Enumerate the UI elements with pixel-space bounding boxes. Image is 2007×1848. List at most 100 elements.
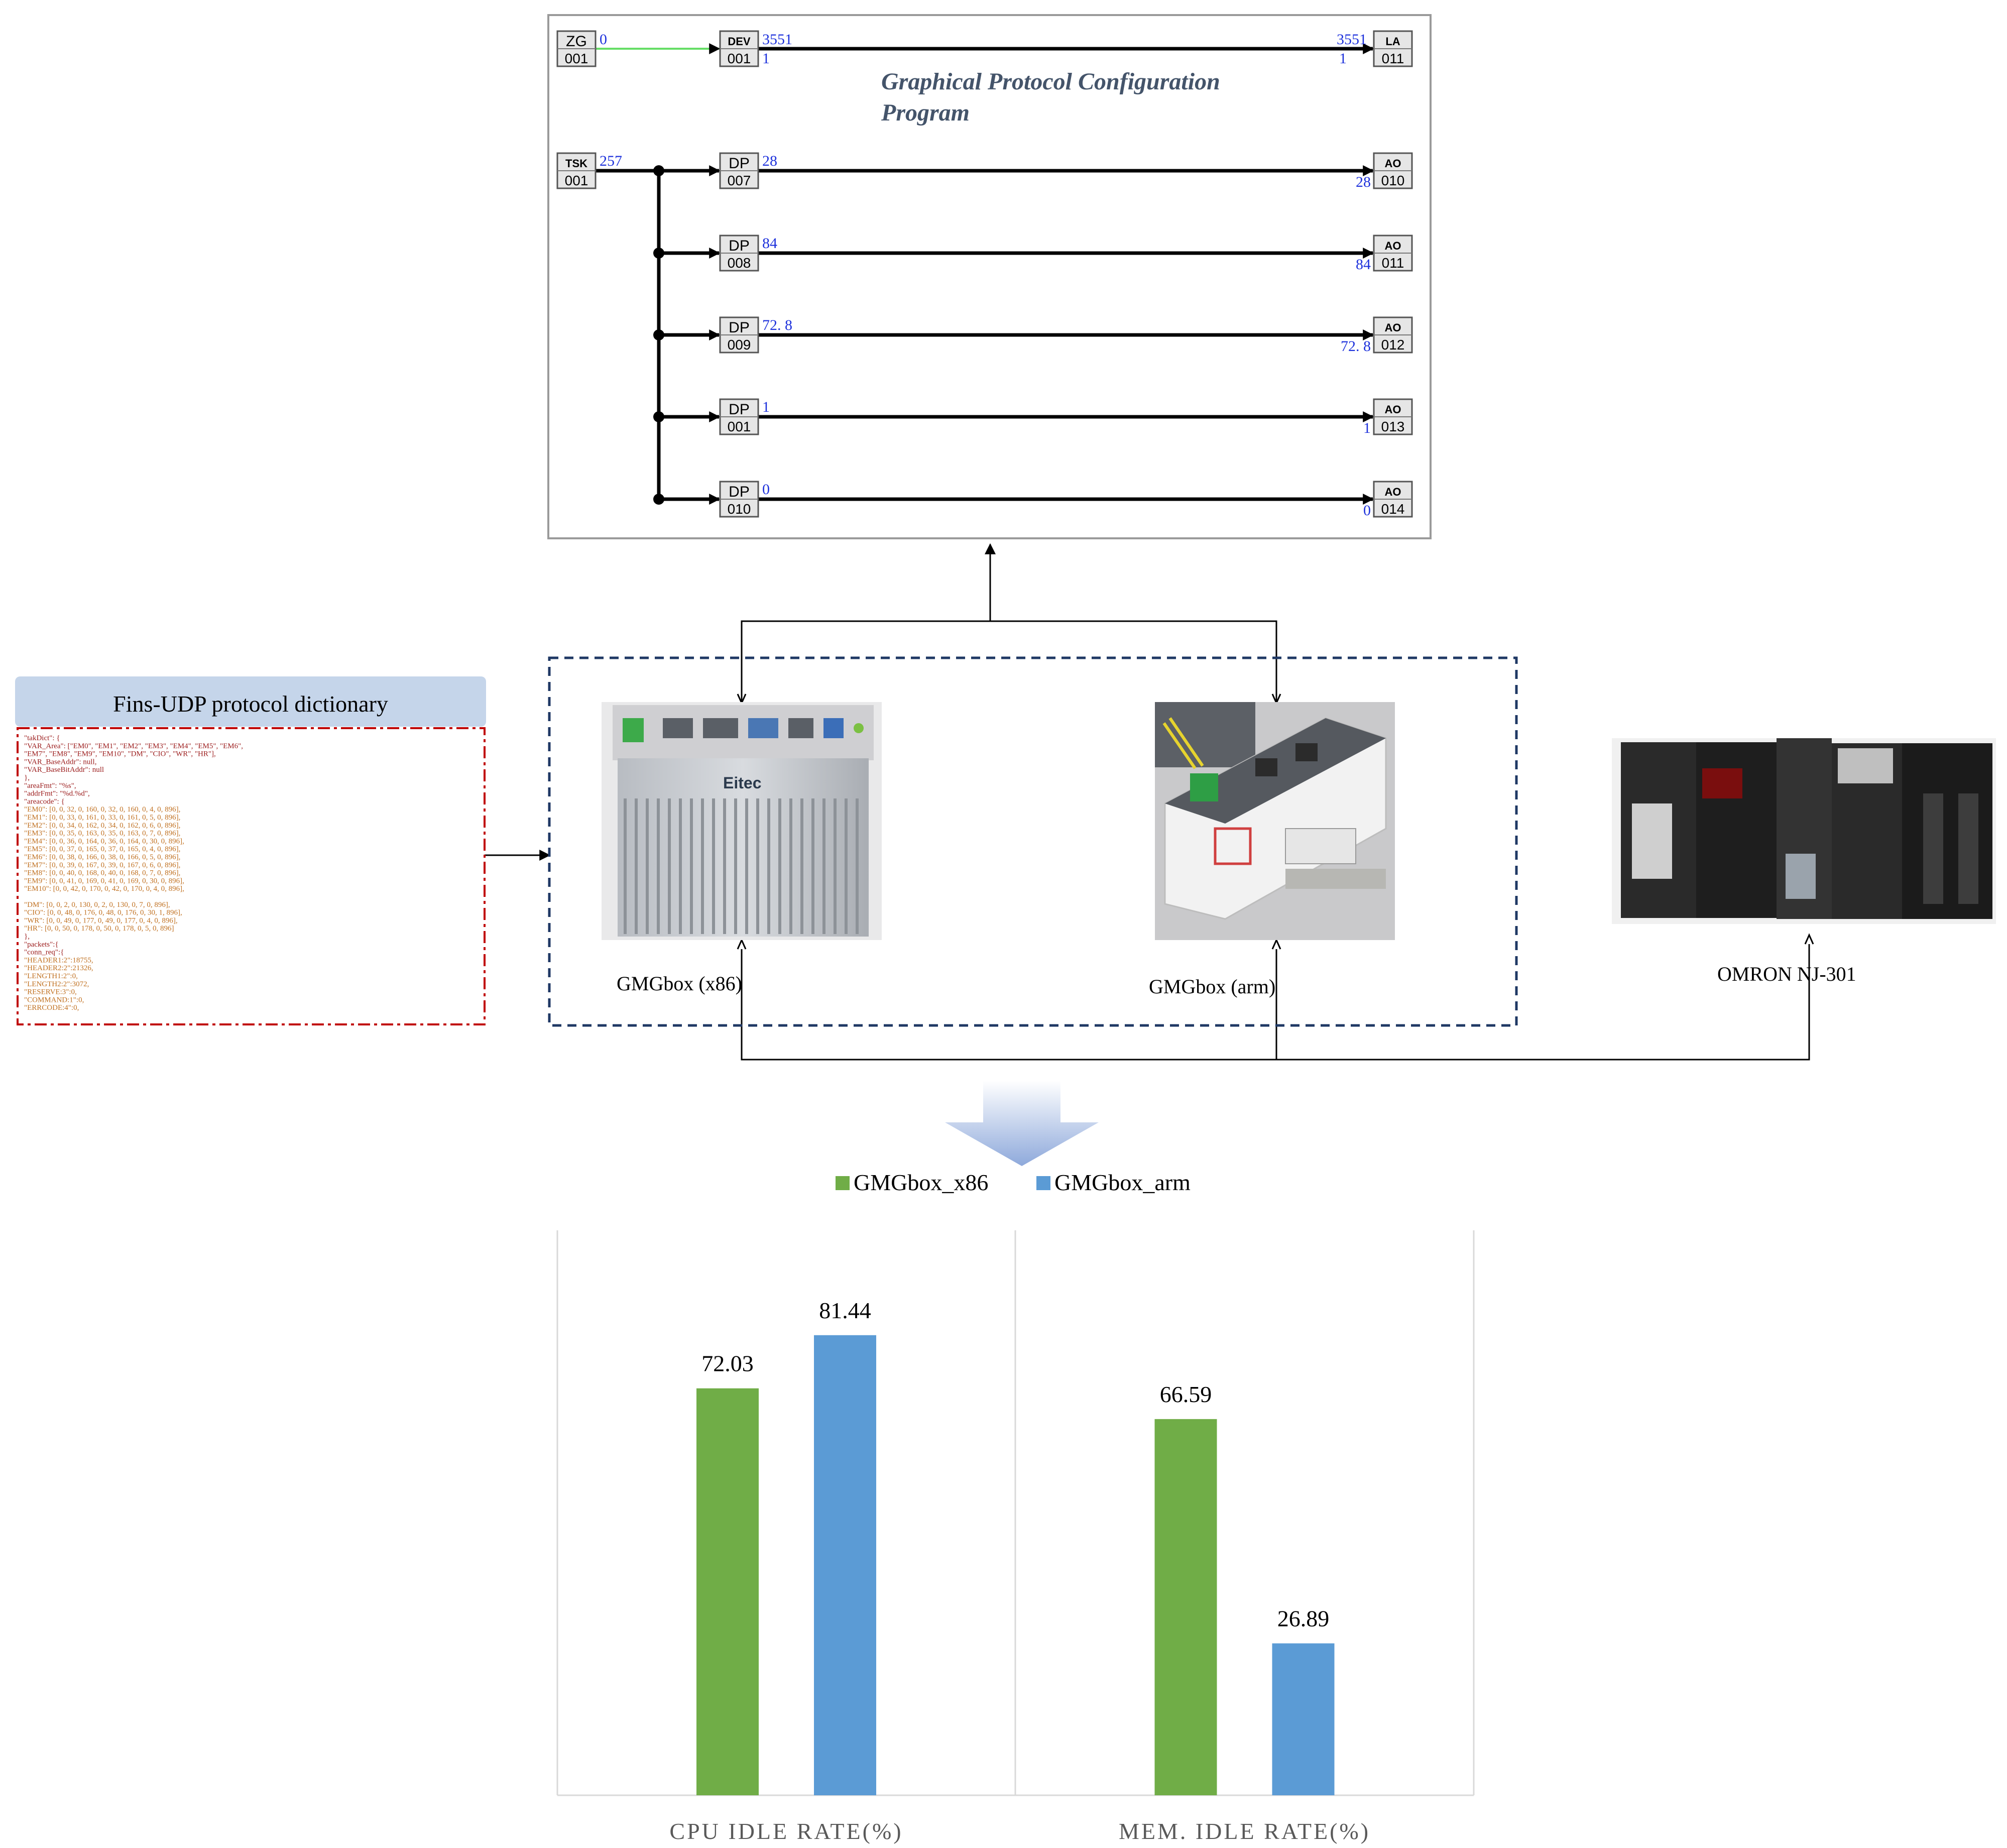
block-id: 008	[728, 255, 751, 271]
block-id: 001	[565, 51, 588, 66]
category-label: MEM. IDLE RATE(%)	[1119, 1818, 1370, 1844]
block-dp-008[interactable]: DP 008	[719, 235, 759, 272]
arrow-to-arm-bottom	[1271, 938, 1281, 950]
omron-plc-label: OMRON NJ-301	[1717, 963, 1856, 985]
block-ao-014[interactable]: AO 014	[1373, 481, 1413, 518]
value-ao012-in: 72. 8	[1341, 338, 1371, 355]
block-type: AO	[1385, 240, 1401, 252]
plc-terminal-strip	[1632, 803, 1672, 879]
legend-swatch-arm	[1036, 1176, 1050, 1190]
value-la-in-2: 1	[1339, 50, 1347, 67]
value-la-in: 3551	[1337, 31, 1367, 48]
down-arrow	[945, 1081, 1099, 1166]
dictionary-code-line: "CIO": [0, 0, 48, 0, 176, 0, 48, 0, 176,…	[24, 909, 182, 917]
bar-x86-cpu	[696, 1388, 759, 1795]
value-dp009-out: 72. 8	[762, 317, 792, 333]
dictionary-code-line: "HEADER1:2":18755,	[24, 956, 93, 964]
dictionary-code-line: "EM3": [0, 0, 35, 0, 163, 0, 35, 0, 163,…	[24, 830, 180, 838]
arm-terminal-block	[1190, 773, 1218, 801]
block-id: 001	[728, 419, 751, 434]
dictionary-code-line: "areaFmt": "%s",	[24, 782, 76, 790]
dictionary-code-line: "VAR_Area": ["EM0", "EM1", "EM2", "EM3",…	[24, 742, 243, 750]
x86-usb-port	[823, 718, 844, 738]
gmgbox-arm-photo	[1155, 702, 1395, 940]
data-label: 66.59	[1160, 1381, 1212, 1407]
data-label: 26.89	[1277, 1605, 1330, 1631]
block-type: TSK	[565, 157, 587, 170]
line-plc-to-boxes	[741, 944, 1810, 1061]
dictionary-code-line: "addrFmt": "%d.%d",	[24, 790, 90, 798]
dictionary-code-line: "takDict": {	[24, 734, 60, 742]
x86-audio-jack	[854, 723, 864, 733]
idle-rate-chart: GMGbox_x86 GMGbox_arm 72.0381.4466.5926.…	[556, 1170, 1475, 1844]
block-dp-001[interactable]: DP 001	[719, 398, 759, 435]
block-id: 014	[1381, 501, 1405, 517]
dictionary-code-line: "VAR_BaseBitAddr": null	[24, 766, 104, 774]
legend-label-arm: GMGbox_arm	[1054, 1170, 1191, 1195]
block-type: LA	[1385, 35, 1400, 48]
legend-label-x86: GMGbox_x86	[854, 1170, 988, 1195]
block-ao-012[interactable]: AO 012	[1373, 316, 1413, 354]
block-id: 010	[728, 501, 751, 517]
program-panel-frame	[547, 14, 1432, 539]
dictionary-code-line: },	[24, 774, 30, 782]
value-dp010-out: 0	[762, 481, 770, 498]
block-id: 011	[1382, 255, 1404, 271]
dictionary-code-line: "WR": [0, 0, 49, 0, 177, 0, 49, 0, 177, …	[24, 916, 178, 925]
bar-arm-cpu	[814, 1335, 876, 1795]
value-dp008-out: 84	[762, 235, 777, 252]
protocol-program-panel: Graphical Protocol Configuration Program…	[547, 14, 1432, 539]
line-boxes-to-program	[741, 620, 1277, 703]
data-label: 72.03	[701, 1351, 754, 1376]
legend-swatch-x86	[836, 1176, 850, 1190]
plc-connector	[1958, 793, 1978, 904]
block-la-011[interactable]: LA 011	[1373, 30, 1413, 67]
block-ao-013[interactable]: AO 013	[1373, 398, 1413, 435]
dictionary-code-line: "packets":{	[24, 941, 59, 949]
block-id: 007	[728, 173, 751, 188]
block-dev-001[interactable]: DEV 001	[719, 30, 759, 67]
block-type: AO	[1385, 403, 1401, 416]
block-id: 013	[1381, 419, 1405, 434]
arrow-to-plc	[1804, 933, 1814, 945]
block-ao-011[interactable]: AO 011	[1373, 235, 1413, 272]
dictionary-code-line: "conn_req":{	[24, 949, 64, 957]
block-dp-009[interactable]: DP 009	[719, 316, 759, 354]
block-type: AO	[1385, 321, 1401, 334]
value-dev-out: 3551	[762, 31, 792, 48]
block-zg-001[interactable]: ZG 001	[556, 30, 597, 67]
dictionary-code-line: "EM0": [0, 0, 32, 0, 160, 0, 32, 0, 160,…	[24, 805, 180, 814]
arm-wire	[1162, 722, 1197, 769]
device-group: Eitec GMGbox (x86) GMGbox (arm)	[548, 656, 1518, 1027]
block-dp-010[interactable]: DP 010	[719, 481, 759, 518]
dictionary-code-line: "DM": [0, 0, 2, 0, 130, 0, 2, 0, 130, 0,…	[24, 901, 170, 909]
block-tsk-001[interactable]: TSK 001	[556, 152, 597, 189]
category-label: CPU IDLE RATE(%)	[669, 1818, 903, 1844]
dictionary-code-line: "LENGTH1:2":0,	[24, 972, 78, 980]
dictionary-code-line: "EM8": [0, 0, 40, 0, 168, 0, 40, 0, 168,…	[24, 869, 180, 877]
dictionary-code: "takDict": { "VAR_Area": ["EM0", "EM1", …	[24, 734, 243, 1012]
value-dp007-out: 28	[762, 153, 777, 169]
protocol-dictionary: Fins-UDP protocol dictionary "takDict": …	[15, 676, 486, 1025]
dictionary-title: Fins-UDP protocol dictionary	[113, 691, 388, 717]
block-dp-007[interactable]: DP 007	[719, 152, 759, 189]
arm-sticker	[1285, 828, 1356, 864]
dictionary-code-line: "EM2": [0, 0, 34, 0, 162, 0, 34, 0, 162,…	[24, 822, 180, 830]
block-ao-010[interactable]: AO 010	[1373, 152, 1413, 189]
x86-port	[703, 718, 738, 738]
dictionary-frame	[17, 727, 486, 1025]
value-tsk-out: 257	[600, 153, 622, 169]
block-id: 001	[728, 51, 751, 66]
bar-x86-mem	[1154, 1419, 1217, 1795]
chart-category-labels: CPU IDLE RATE(%) MEM. IDLE RATE(%)	[669, 1818, 1370, 1844]
omron-plc-photo	[1612, 738, 1996, 924]
block-id: 011	[1382, 51, 1404, 66]
value-ao014-in: 0	[1363, 502, 1371, 519]
dictionary-code-line: "EM4": [0, 0, 36, 0, 164, 0, 36, 0, 164,…	[24, 837, 184, 845]
arrow-to-x86-bottom	[737, 938, 747, 950]
plc-display	[1702, 768, 1742, 798]
dictionary-code-line: "HR": [0, 0, 50, 0, 178, 0, 50, 0, 178, …	[24, 925, 174, 933]
dictionary-code-line: "EM1": [0, 0, 33, 0, 161, 0, 33, 0, 161,…	[24, 814, 180, 822]
dictionary-code-line: "RESERVE:3":0,	[24, 988, 77, 996]
